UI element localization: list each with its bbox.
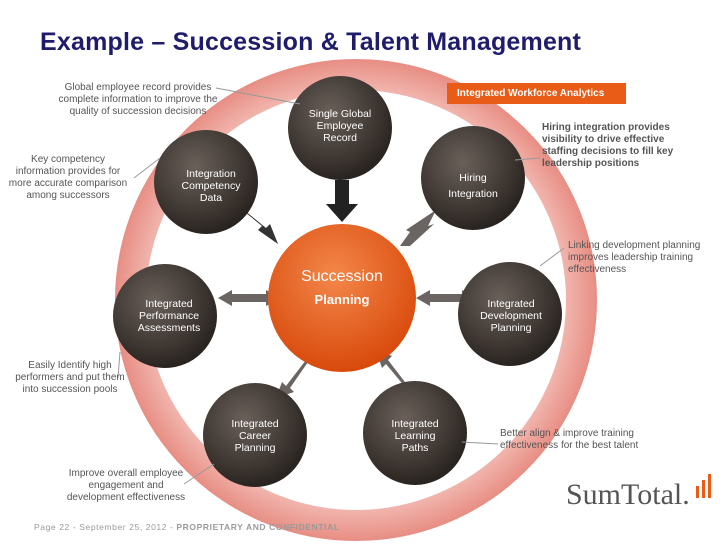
node-development-label: Integrated Development Planning [467, 298, 555, 334]
page-title: Example – Succession & Talent Management [40, 28, 582, 56]
note-line: visibility to drive effective [542, 134, 665, 145]
label-line: Single Global [308, 108, 372, 120]
note-line: effectiveness [568, 264, 627, 275]
note-line: quality of succession decisions [69, 106, 207, 117]
label-line: Record [323, 132, 357, 144]
label-line: Integration [448, 188, 498, 200]
note-line: among successors [26, 190, 110, 201]
label-line: Planning [234, 442, 276, 454]
note-line: Easily Identify high [28, 360, 112, 371]
note-line: engagement and [88, 480, 164, 491]
down-arrow [326, 180, 358, 222]
note-line: into succession pools [22, 384, 118, 395]
label-line: Data [199, 192, 223, 204]
note-hiring: Hiring integration provides visibility t… [542, 122, 692, 170]
label-line: Integrated [391, 418, 439, 430]
node-career [203, 383, 307, 487]
note-line: complete information to improve the [58, 94, 218, 105]
note-line: Key competency [31, 154, 105, 165]
footer: Page 22 - September 25, 2012 - PROPRIETA… [34, 522, 340, 532]
node-hiring-label: Hiring Integration [433, 172, 513, 200]
note-line: Linking development planning [568, 240, 701, 251]
note-line: performers and put them [15, 372, 125, 383]
note-global-record: Global employee record provides complete… [52, 82, 224, 118]
callout-lines [117, 87, 565, 485]
label-line: Learning [394, 430, 436, 442]
label-line: Planning [490, 322, 532, 334]
note-line: information provides for [15, 166, 121, 177]
label-line: Integrated [145, 298, 193, 310]
note-line: Improve overall employee [68, 468, 184, 479]
note-line: Global employee record provides [64, 82, 212, 93]
note-line: development effectiveness [66, 492, 186, 503]
note-line: improves leadership training [568, 252, 694, 263]
note-learning: Better align & improve training effectiv… [500, 428, 670, 452]
label-line: Competency [181, 180, 241, 192]
label-line: Hiring [459, 172, 487, 184]
note-line: Hiring integration provides [542, 122, 670, 133]
label-line: Integration [186, 168, 236, 180]
node-learning [363, 381, 467, 485]
center-subtitle: Planning [314, 292, 370, 307]
node-development [458, 262, 562, 366]
footer-page: Page 22 - September 25, 2012 - [34, 522, 177, 532]
center-title: Succession [301, 268, 383, 285]
label-line: Assessments [137, 322, 201, 334]
label-line: Employee [316, 120, 364, 132]
logo-bars-icon [696, 474, 711, 498]
node-competency [154, 130, 258, 234]
sumtotal-logo: SumTotal. [566, 478, 690, 511]
label-line: Development [480, 310, 542, 322]
node-competency-label: Integration Competency Data [166, 168, 256, 204]
note-line: leadership positions [542, 158, 640, 169]
label-line: Performance [138, 310, 200, 322]
node-learning-label: Integrated Learning Paths [372, 418, 458, 454]
note-line: more accurate comparison [8, 178, 128, 189]
node-hiring [421, 126, 525, 230]
label-line: Integrated [487, 298, 535, 310]
node-global-record-label: Single Global Employee Record [296, 108, 384, 144]
label-line: Career [238, 430, 272, 442]
note-competency: Key competency information provides for … [0, 154, 136, 202]
label-line: Integrated [231, 418, 279, 430]
note-line: Better align & improve training [500, 428, 634, 439]
note-performance: Easily Identify high performers and put … [8, 360, 132, 396]
node-center [268, 224, 416, 372]
node-global-record [288, 76, 392, 180]
note-line: effectiveness for the best talent [500, 440, 639, 451]
node-performance [113, 264, 217, 368]
node-career-label: Integrated Career Planning [212, 418, 298, 454]
note-development: Linking development planning improves le… [568, 240, 718, 276]
note-line: staffing decisions to fill key [542, 146, 674, 157]
footer-confidential: PROPRIETARY AND CONFIDENTIAL [176, 522, 340, 532]
node-performance-label: Integrated Performance Assessments [125, 298, 213, 334]
note-engagement: Improve overall employee engagement and … [40, 468, 212, 504]
label-line: Paths [401, 442, 429, 454]
analytics-badge: Integrated Workforce Analytics [447, 83, 626, 104]
node-center-label: Succession Planning [272, 268, 412, 306]
